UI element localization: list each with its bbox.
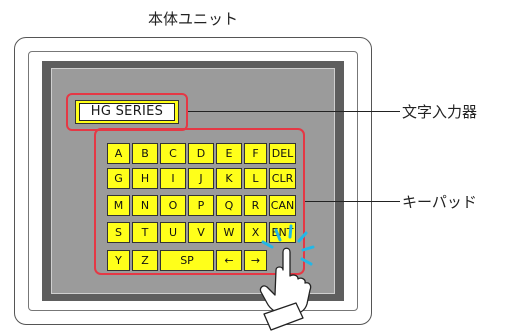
key-s[interactable]: S — [107, 222, 130, 243]
text-input-highlight — [66, 93, 188, 131]
key-right-arrow[interactable]: → — [244, 250, 267, 271]
key-j[interactable]: J — [188, 168, 214, 189]
key-can[interactable]: CAN — [269, 195, 296, 216]
callout-label-text-input: 文字入力器 — [402, 103, 478, 121]
key-a[interactable]: A — [107, 143, 130, 164]
key-x[interactable]: X — [244, 222, 267, 243]
key-h[interactable]: H — [132, 168, 158, 189]
pointing-hand-icon — [259, 247, 312, 331]
key-left-arrow[interactable]: ← — [216, 250, 242, 271]
callout-label-keypad: キーパッド — [402, 193, 477, 211]
key-w[interactable]: W — [216, 222, 242, 243]
key-del[interactable]: DEL — [269, 143, 296, 164]
key-clr[interactable]: CLR — [269, 168, 296, 189]
key-i[interactable]: I — [160, 168, 186, 189]
key-l[interactable]: L — [244, 168, 267, 189]
key-r[interactable]: R — [244, 195, 267, 216]
callout-line-text-input — [188, 111, 400, 112]
key-e[interactable]: E — [216, 143, 242, 164]
key-m[interactable]: M — [107, 195, 130, 216]
key-t[interactable]: T — [132, 222, 158, 243]
key-c[interactable]: C — [160, 143, 186, 164]
keypad-highlight — [94, 128, 305, 275]
key-sp[interactable]: SP — [160, 250, 214, 271]
key-z[interactable]: Z — [132, 250, 158, 271]
text-input-value: HG SERIES — [79, 103, 175, 121]
key-k[interactable]: K — [216, 168, 242, 189]
key-b[interactable]: B — [132, 143, 158, 164]
key-d[interactable]: D — [188, 143, 214, 164]
key-g[interactable]: G — [107, 168, 130, 189]
key-q[interactable]: Q — [216, 195, 242, 216]
key-o[interactable]: O — [160, 195, 186, 216]
key-f[interactable]: F — [244, 143, 267, 164]
callout-line-keypad — [305, 201, 400, 202]
unit-title: 本体ユニット — [147, 10, 238, 28]
key-p[interactable]: P — [188, 195, 214, 216]
key-n[interactable]: N — [132, 195, 158, 216]
tap-burst-icon — [261, 224, 315, 266]
key-v[interactable]: V — [188, 222, 214, 243]
key-y[interactable]: Y — [107, 250, 130, 271]
key-u[interactable]: U — [160, 222, 186, 243]
